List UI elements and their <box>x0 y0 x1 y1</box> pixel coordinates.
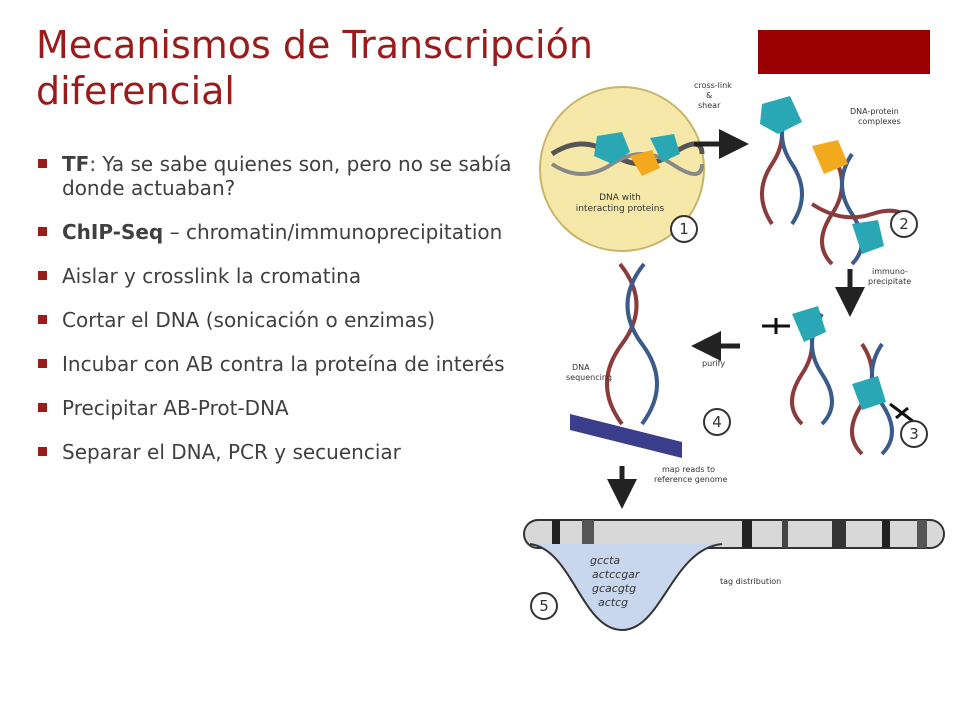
bullet-item-aislar: Aislar y crosslink la cromatina <box>36 264 516 288</box>
step-number-4: 4 <box>703 408 731 436</box>
bullet-item-incubar: Incubar con AB contra la proteína de int… <box>36 352 516 376</box>
protein-blue-icon <box>792 306 826 342</box>
dna-helix-icon <box>625 262 659 426</box>
dna-helix-icon <box>605 262 639 426</box>
tag-distribution-label: tag distribution <box>720 577 781 586</box>
read-line: gcacgtg <box>592 582 636 595</box>
antibody-icon <box>762 318 790 334</box>
bullet-item-precipitar: Precipitar AB-Prot-DNA <box>36 396 516 420</box>
step-number-5: 5 <box>530 592 558 620</box>
bullet-square-icon <box>38 315 47 324</box>
circle-label-1: DNA with <box>599 193 641 203</box>
seq-label-1: DNA <box>572 363 590 372</box>
bullet-text: – chromatin/immunoprecipitation <box>163 220 503 244</box>
svg-text:3: 3 <box>909 425 919 443</box>
complexes-group: DNA-protein complexes <box>760 96 914 266</box>
step-number-3: 3 <box>900 420 928 448</box>
bullet-text: Precipitar AB-Prot-DNA <box>62 396 289 420</box>
svg-text:1: 1 <box>679 220 689 238</box>
chromosome-group: gccta actccgar gcacgtg actcg tag distrib… <box>523 519 945 632</box>
immuno-label-2: precipitate <box>868 277 911 286</box>
svg-text:2: 2 <box>899 215 909 233</box>
bullet-text: Aislar y crosslink la cromatina <box>62 264 362 288</box>
bullet-square-icon <box>38 159 47 168</box>
protein-blue-icon <box>594 132 630 164</box>
bullet-item-separar: Separar el DNA, PCR y secuenciar <box>36 440 516 464</box>
map-label-2: reference genome <box>654 475 728 484</box>
protein-orange-icon <box>630 150 660 176</box>
read-line: actcg <box>598 596 628 609</box>
dna-helix-icon <box>840 152 864 266</box>
nucleus-circle <box>539 86 705 252</box>
bullet-square-icon <box>38 227 47 236</box>
circle-label-2: interacting proteins <box>576 204 665 214</box>
read-line: gccta <box>590 554 620 567</box>
complexes-label-1: DNA-protein <box>850 107 899 116</box>
bullet-text: Separar el DNA, PCR y secuenciar <box>62 440 401 464</box>
complexes-label-2: complexes <box>858 117 901 126</box>
accent-bar <box>758 30 930 74</box>
bullet-square-icon <box>38 447 47 456</box>
tag-distribution-curve <box>529 543 723 632</box>
bullet-text: Incubar con AB contra la proteína de int… <box>62 352 505 376</box>
bullet-bold: ChIP-Seq <box>62 220 164 244</box>
antibody-icon <box>889 402 915 424</box>
svg-text:4: 4 <box>712 413 722 431</box>
protein-orange-icon <box>812 140 848 174</box>
chip-seq-diagram: DNA with interacting proteins cross-link… <box>523 81 945 632</box>
protein-blue-icon <box>650 134 680 162</box>
bullet-item-cortar: Cortar el DNA (sonicación o enzimas) <box>36 308 516 332</box>
immunoprecipitated-group <box>762 306 915 456</box>
bullet-square-icon <box>38 359 47 368</box>
bullet-square-icon <box>38 271 47 280</box>
svg-text:5: 5 <box>539 597 549 615</box>
purify-label: purify <box>702 359 725 368</box>
crosslink-label: cross-link <box>694 81 732 90</box>
bullet-text: Cortar el DNA (sonicación o enzimas) <box>62 308 436 332</box>
crosslink-amp-label: & <box>706 91 712 100</box>
nucleus-circle-group: DNA with interacting proteins <box>539 86 705 252</box>
protein-blue-icon <box>760 96 802 134</box>
shear-label: shear <box>698 101 721 110</box>
bullet-bold: TF <box>62 152 90 176</box>
bullet-square-icon <box>38 403 47 412</box>
seq-label-2: sequencing <box>566 373 612 382</box>
map-label-1: map reads to <box>662 465 715 474</box>
title-line-2: diferencial <box>36 69 235 113</box>
sequencing-plate-icon <box>570 414 682 458</box>
dna-helix-icon <box>870 342 894 456</box>
protein-blue-icon <box>852 220 884 254</box>
bullet-item-tf: TF: Ya se sabe quienes son, pero no se s… <box>36 152 516 200</box>
read-line: actccgar <box>592 568 641 581</box>
sequencing-group: DNA sequencing <box>566 262 682 458</box>
bullet-list: TF: Ya se sabe quienes son, pero no se s… <box>36 152 516 484</box>
title-line-1: Mecanismos de Transcripción <box>36 23 593 67</box>
slide-title: Mecanismos de Transcripción diferencial <box>36 22 696 114</box>
immuno-label-1: immuno- <box>872 267 908 276</box>
bullet-text: : Ya se sabe quienes son, pero no se sab… <box>62 152 512 200</box>
protein-blue-icon <box>852 376 886 410</box>
step-number-1: 1 <box>670 215 698 243</box>
step-number-2: 2 <box>890 210 918 238</box>
bullet-item-chipseq: ChIP-Seq – chromatin/immunoprecipitation <box>36 220 516 244</box>
